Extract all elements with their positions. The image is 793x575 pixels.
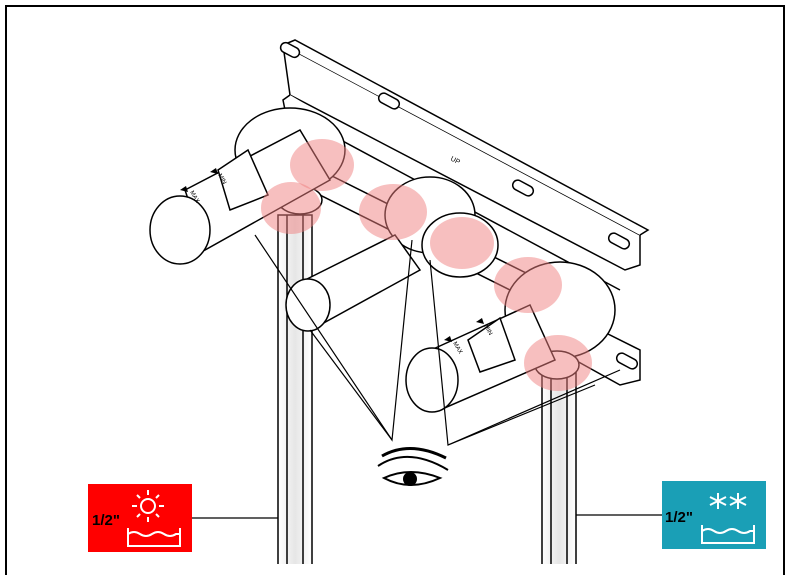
right-valve-body — [405, 261, 616, 413]
hot-inlet-badge: 1/2" — [88, 484, 192, 552]
cold-inlet-badge: 1/2" — [662, 481, 766, 549]
sun-icon — [127, 490, 181, 547]
highlight-right-top — [494, 257, 562, 313]
cold-inlet-size: 1/2" — [665, 509, 693, 526]
right-max-label: MAX — [451, 341, 463, 355]
sight-lines — [254, 234, 621, 446]
eye-icon — [377, 446, 449, 486]
badge-leaders — [192, 514, 662, 519]
highlight-right-bottom — [524, 335, 592, 391]
left-cartridge-labels: MIN MAX — [180, 168, 227, 204]
left-max-label: MAX — [188, 190, 200, 204]
hot-inlet-size: 1/2" — [92, 512, 120, 529]
snowflake-icon — [701, 493, 755, 544]
right-cartridge-labels: MIN MAX — [444, 318, 493, 355]
highlight-left-top — [290, 139, 354, 191]
highlight-middle-right — [430, 217, 494, 269]
supply-pipes — [277, 214, 577, 564]
up-label: UP — [449, 156, 461, 167]
left-min-label: MIN — [216, 173, 227, 186]
highlight-left-bottom — [261, 182, 321, 234]
highlight-middle-left — [359, 184, 427, 240]
frame-border — [5, 5, 785, 575]
inspection-highlights — [261, 139, 592, 391]
right-min-label: MIN — [482, 324, 493, 337]
